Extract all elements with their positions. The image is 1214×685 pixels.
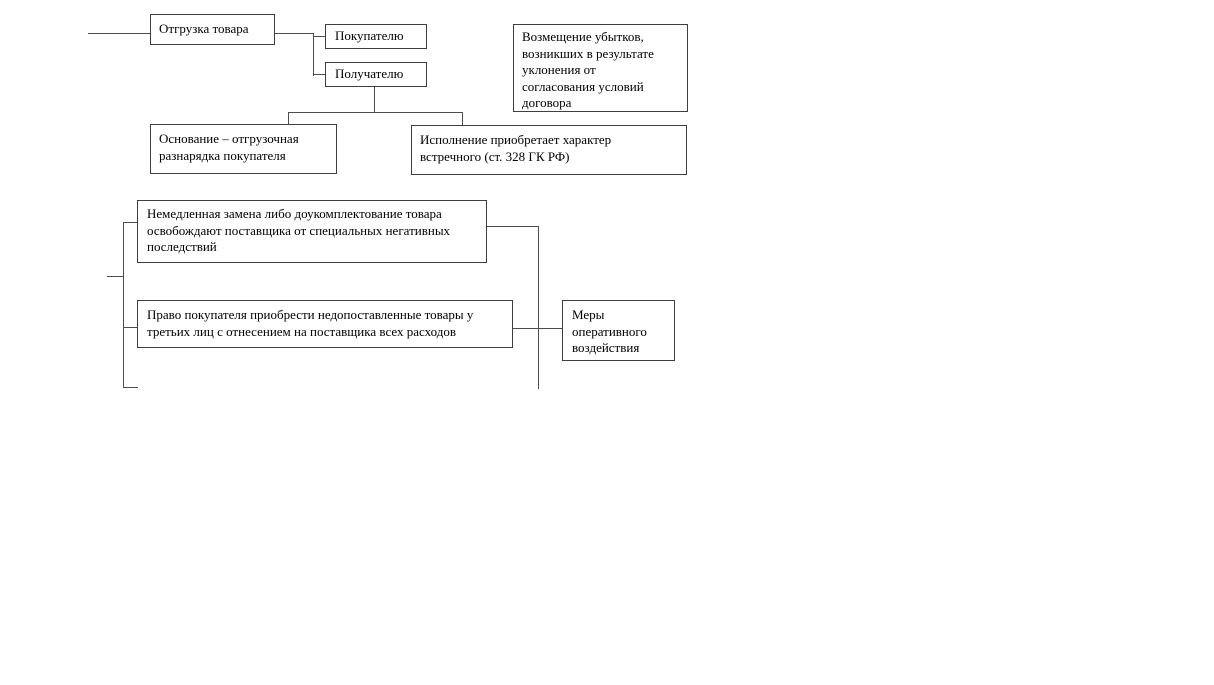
connector-replacement-to-bracket <box>487 226 539 227</box>
node-counter-performance: Исполнение приобретает характер встречно… <box>411 125 687 175</box>
connector-bracket-to-buyer-right <box>123 327 138 328</box>
node-operational-measures: Меры оперативного воздействия <box>562 300 675 361</box>
connector-to-measures <box>513 328 563 329</box>
connector-left-bracket-vertical <box>123 222 124 388</box>
connector-left-bracket-foot <box>123 387 138 388</box>
connector-split-vertical <box>313 33 314 76</box>
connector-recipient-down <box>374 86 375 113</box>
node-damages-compensation: Возмещение убытков, возникших в результа… <box>513 24 688 112</box>
node-shipping-order-basis: Основание – отгрузочная разнарядка покуп… <box>150 124 337 174</box>
connector-branch-horizontal <box>288 112 463 113</box>
connector-drop-to-counter <box>462 112 463 126</box>
connector-to-recipient <box>313 74 326 75</box>
connector-shipment-to-split <box>275 33 314 34</box>
node-buyer-right-third-parties: Право покупателя приобрести недопоставле… <box>137 300 513 348</box>
node-to-recipient: Получателю <box>325 62 427 87</box>
connector-to-buyer <box>313 36 326 37</box>
connector-left-edge-stub <box>88 33 150 34</box>
connector-drop-to-basis <box>288 112 289 125</box>
connector-left-bracket-tick <box>107 276 124 277</box>
node-immediate-replacement: Немедленная замена либо доукомплектовани… <box>137 200 487 263</box>
connector-right-bracket-vertical <box>538 226 539 389</box>
node-shipment: Отгрузка товара <box>150 14 275 45</box>
node-to-buyer: Покупателю <box>325 24 427 49</box>
connector-bracket-to-replacement <box>123 222 138 223</box>
